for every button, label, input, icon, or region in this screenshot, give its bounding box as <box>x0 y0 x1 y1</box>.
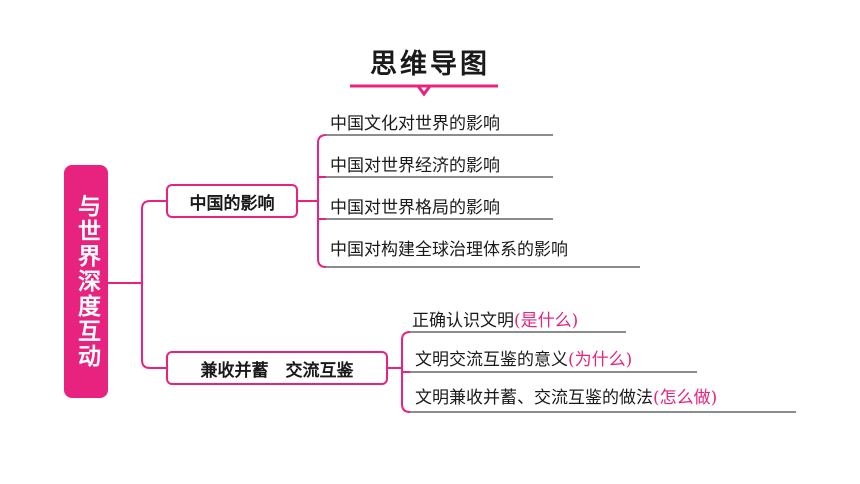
branch-node-china-influence: 中国的影响 <box>166 184 298 218</box>
leaf-exchange-significance: 文明交流互鉴的意义(为什么) <box>415 349 632 371</box>
leaf-exchange-practice: 文明兼收并蓄、交流互鉴的做法(怎么做) <box>415 387 717 409</box>
leaf-china-culture: 中国文化对世界的影响 <box>330 113 500 135</box>
leaf-china-pattern: 中国对世界格局的影响 <box>330 197 500 219</box>
leaf-text: 中国对构建全球治理体系的影响 <box>330 240 568 260</box>
leaf-question: (为什么) <box>568 350 633 370</box>
leaf-text: 中国文化对世界的影响 <box>330 114 500 134</box>
leaf-question: (怎么做) <box>653 388 718 408</box>
diagram-title: 思维导图 <box>370 49 490 80</box>
title-underline <box>350 84 498 97</box>
leaf-china-economy: 中国对世界经济的影响 <box>330 155 500 177</box>
leaf-china-governance: 中国对构建全球治理体系的影响 <box>330 239 568 261</box>
leaf-text: 正确认识文明 <box>412 311 514 331</box>
leaf-understand-civilization: 正确认识文明(是什么) <box>412 310 578 332</box>
leaf-text: 中国对世界经济的影响 <box>330 156 500 176</box>
leaf-text: 文明交流互鉴的意义 <box>415 350 568 370</box>
root-node: 与世界深度互动 <box>64 165 108 398</box>
leaf-question: (是什么) <box>514 311 579 331</box>
branch-spine <box>141 200 151 369</box>
leaf-text: 文明兼收并蓄、交流互鉴的做法 <box>415 388 653 408</box>
root-label: 与世界深度互动 <box>73 194 100 369</box>
branch-node-exchange: 兼收并蓄 交流互鉴 <box>166 351 388 385</box>
leaf-text: 中国对世界格局的影响 <box>330 198 500 218</box>
branch1-spine <box>298 134 327 268</box>
